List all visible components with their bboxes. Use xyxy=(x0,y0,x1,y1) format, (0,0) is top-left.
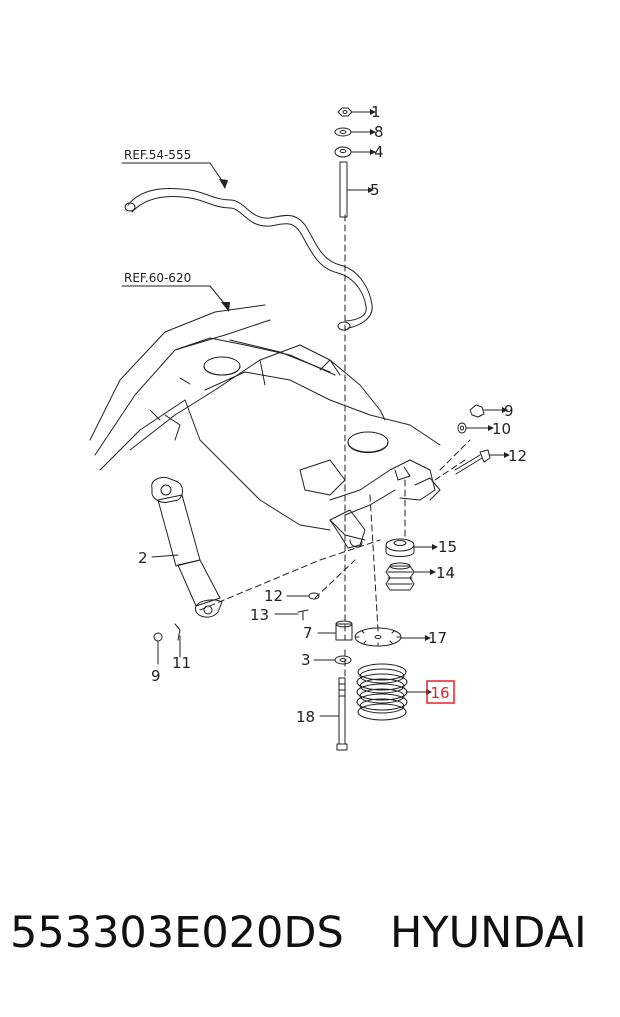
ref-label-subframe: REF.60-620 xyxy=(124,271,191,285)
callout-18: 18 xyxy=(296,708,315,726)
callout-13: 13 xyxy=(250,606,269,624)
right-hardware xyxy=(454,404,491,475)
highlight-box xyxy=(426,680,455,704)
callout-2: 2 xyxy=(138,549,148,567)
callout-8: 8 xyxy=(374,123,384,141)
callout-9-top: 9 xyxy=(504,402,514,420)
rear-subframe xyxy=(89,304,441,541)
reference-leaders xyxy=(121,162,229,309)
leader-lines xyxy=(151,111,505,717)
callout-12-top: 12 xyxy=(508,447,527,465)
callout-17: 17 xyxy=(428,629,447,647)
callout-4: 4 xyxy=(374,143,384,161)
brand-name: HYUNDAI xyxy=(390,908,587,958)
assembly-lines xyxy=(199,214,471,691)
stabilizer-bar xyxy=(124,188,373,331)
callout-10: 10 xyxy=(492,420,511,438)
coil-spring xyxy=(356,663,408,721)
top-mount-parts xyxy=(334,107,353,218)
callout-1: 1 xyxy=(371,103,381,121)
highlighted-callout-16: 16 xyxy=(426,680,455,704)
shock-absorber xyxy=(151,477,223,618)
long-bolt xyxy=(336,677,348,751)
callout-11: 11 xyxy=(172,654,191,672)
callout-12-bottom: 12 xyxy=(264,587,283,605)
callout-3: 3 xyxy=(301,651,311,669)
callout-5: 5 xyxy=(370,181,380,199)
bump-stopper xyxy=(385,538,415,557)
callout-9-bottom: 9 xyxy=(151,667,161,685)
callout-14: 14 xyxy=(436,564,455,582)
lower-arm xyxy=(329,509,366,549)
callout-7: 7 xyxy=(303,624,313,642)
spring-pad xyxy=(354,627,402,647)
part-number: 553303E020DS xyxy=(10,908,344,958)
bushing xyxy=(334,620,353,665)
left-hardware xyxy=(153,592,320,642)
ref-label-stabilizer: REF.54-555 xyxy=(124,148,191,162)
dust-cover xyxy=(385,562,415,591)
callout-15: 15 xyxy=(438,538,457,556)
callout-16: 16 xyxy=(430,684,449,702)
part-footer: 553303E020DS HYUNDAI xyxy=(10,908,610,978)
